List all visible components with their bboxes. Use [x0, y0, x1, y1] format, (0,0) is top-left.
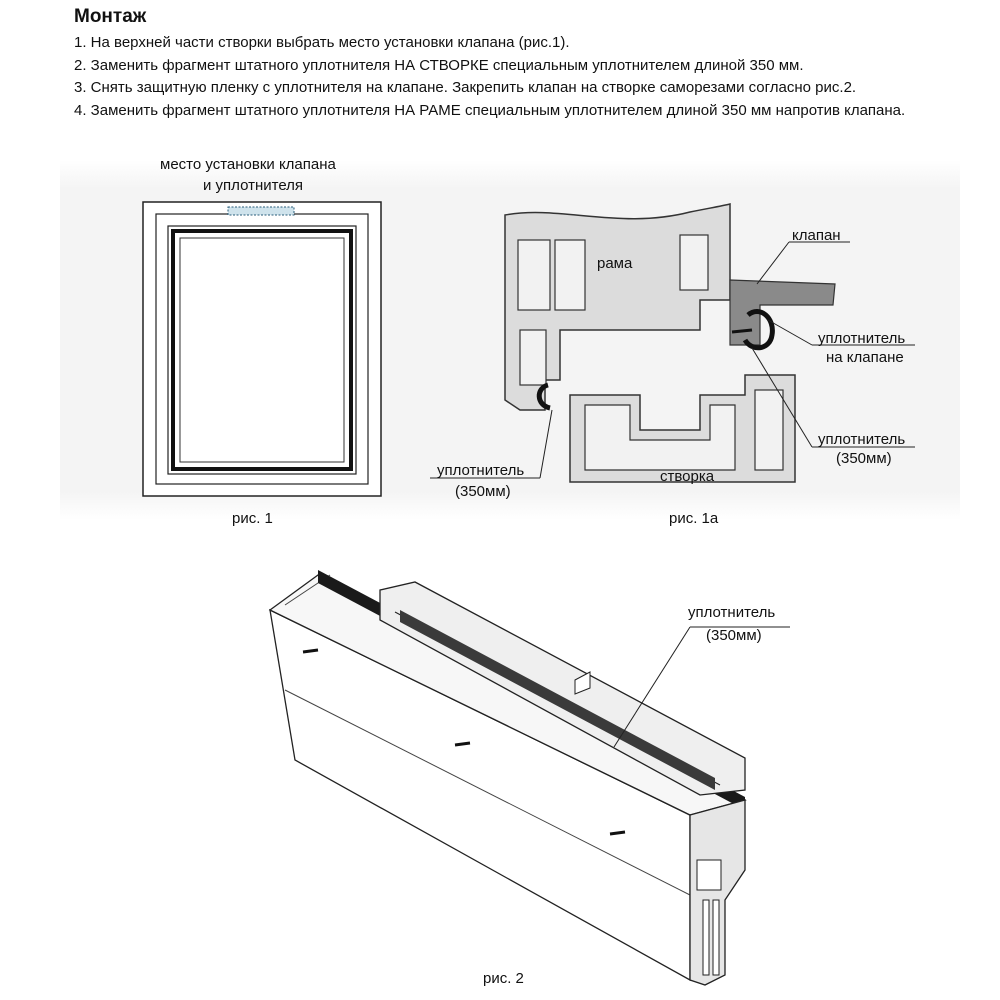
screw-3 [609, 830, 626, 836]
valve-seal-label-line2: на клапане [826, 349, 904, 366]
valve-seal-label-line1: уплотнитель [818, 330, 906, 347]
instruction-step-3: 3. Снять защитную пленку с уплотнителя н… [74, 79, 857, 96]
left-seal-shape [536, 382, 551, 411]
sash-seal-label-line2: (350мм) [836, 450, 892, 467]
frame-seal-label-line2: (350мм) [455, 483, 511, 500]
valve-location-label-line2: и уплотнителя [203, 177, 304, 194]
figure-2-caption: рис. 2 [483, 970, 524, 987]
fig2-seal-label-line2: (350мм) [706, 627, 762, 644]
figure-1-caption: рис. 1 [232, 510, 273, 527]
instruction-step-1: 1. На верхней части створки выбрать мест… [74, 34, 570, 51]
sash-seal-label-line1: уплотнитель [818, 431, 906, 448]
instruction-step-2: 2. Заменить фрагмент штатного уплотнител… [74, 56, 804, 74]
instruction-list: 1. На верхней части створки выбрать мест… [74, 32, 905, 122]
frame-label: рама [597, 255, 633, 272]
fig2-seal-label-line1: уплотнитель [688, 604, 776, 621]
sash-label: створка [660, 468, 715, 485]
frame-seal-label-line1: уплотнитель [437, 462, 525, 479]
valve-seal-strip [400, 610, 715, 790]
figure-1a-caption: рис. 1а [669, 510, 719, 527]
screw-2 [454, 741, 471, 747]
valve-location-label-line1: место установки клапана [160, 156, 336, 173]
valve-seal-shape [742, 309, 775, 351]
valve-label: клапан [792, 227, 841, 244]
valve-location-marker [227, 206, 295, 216]
instruction-step-4: 4. Заменить фрагмент штатного уплотнител… [74, 101, 906, 119]
page-title: Монтаж [74, 6, 147, 27]
screw-1 [302, 648, 319, 654]
